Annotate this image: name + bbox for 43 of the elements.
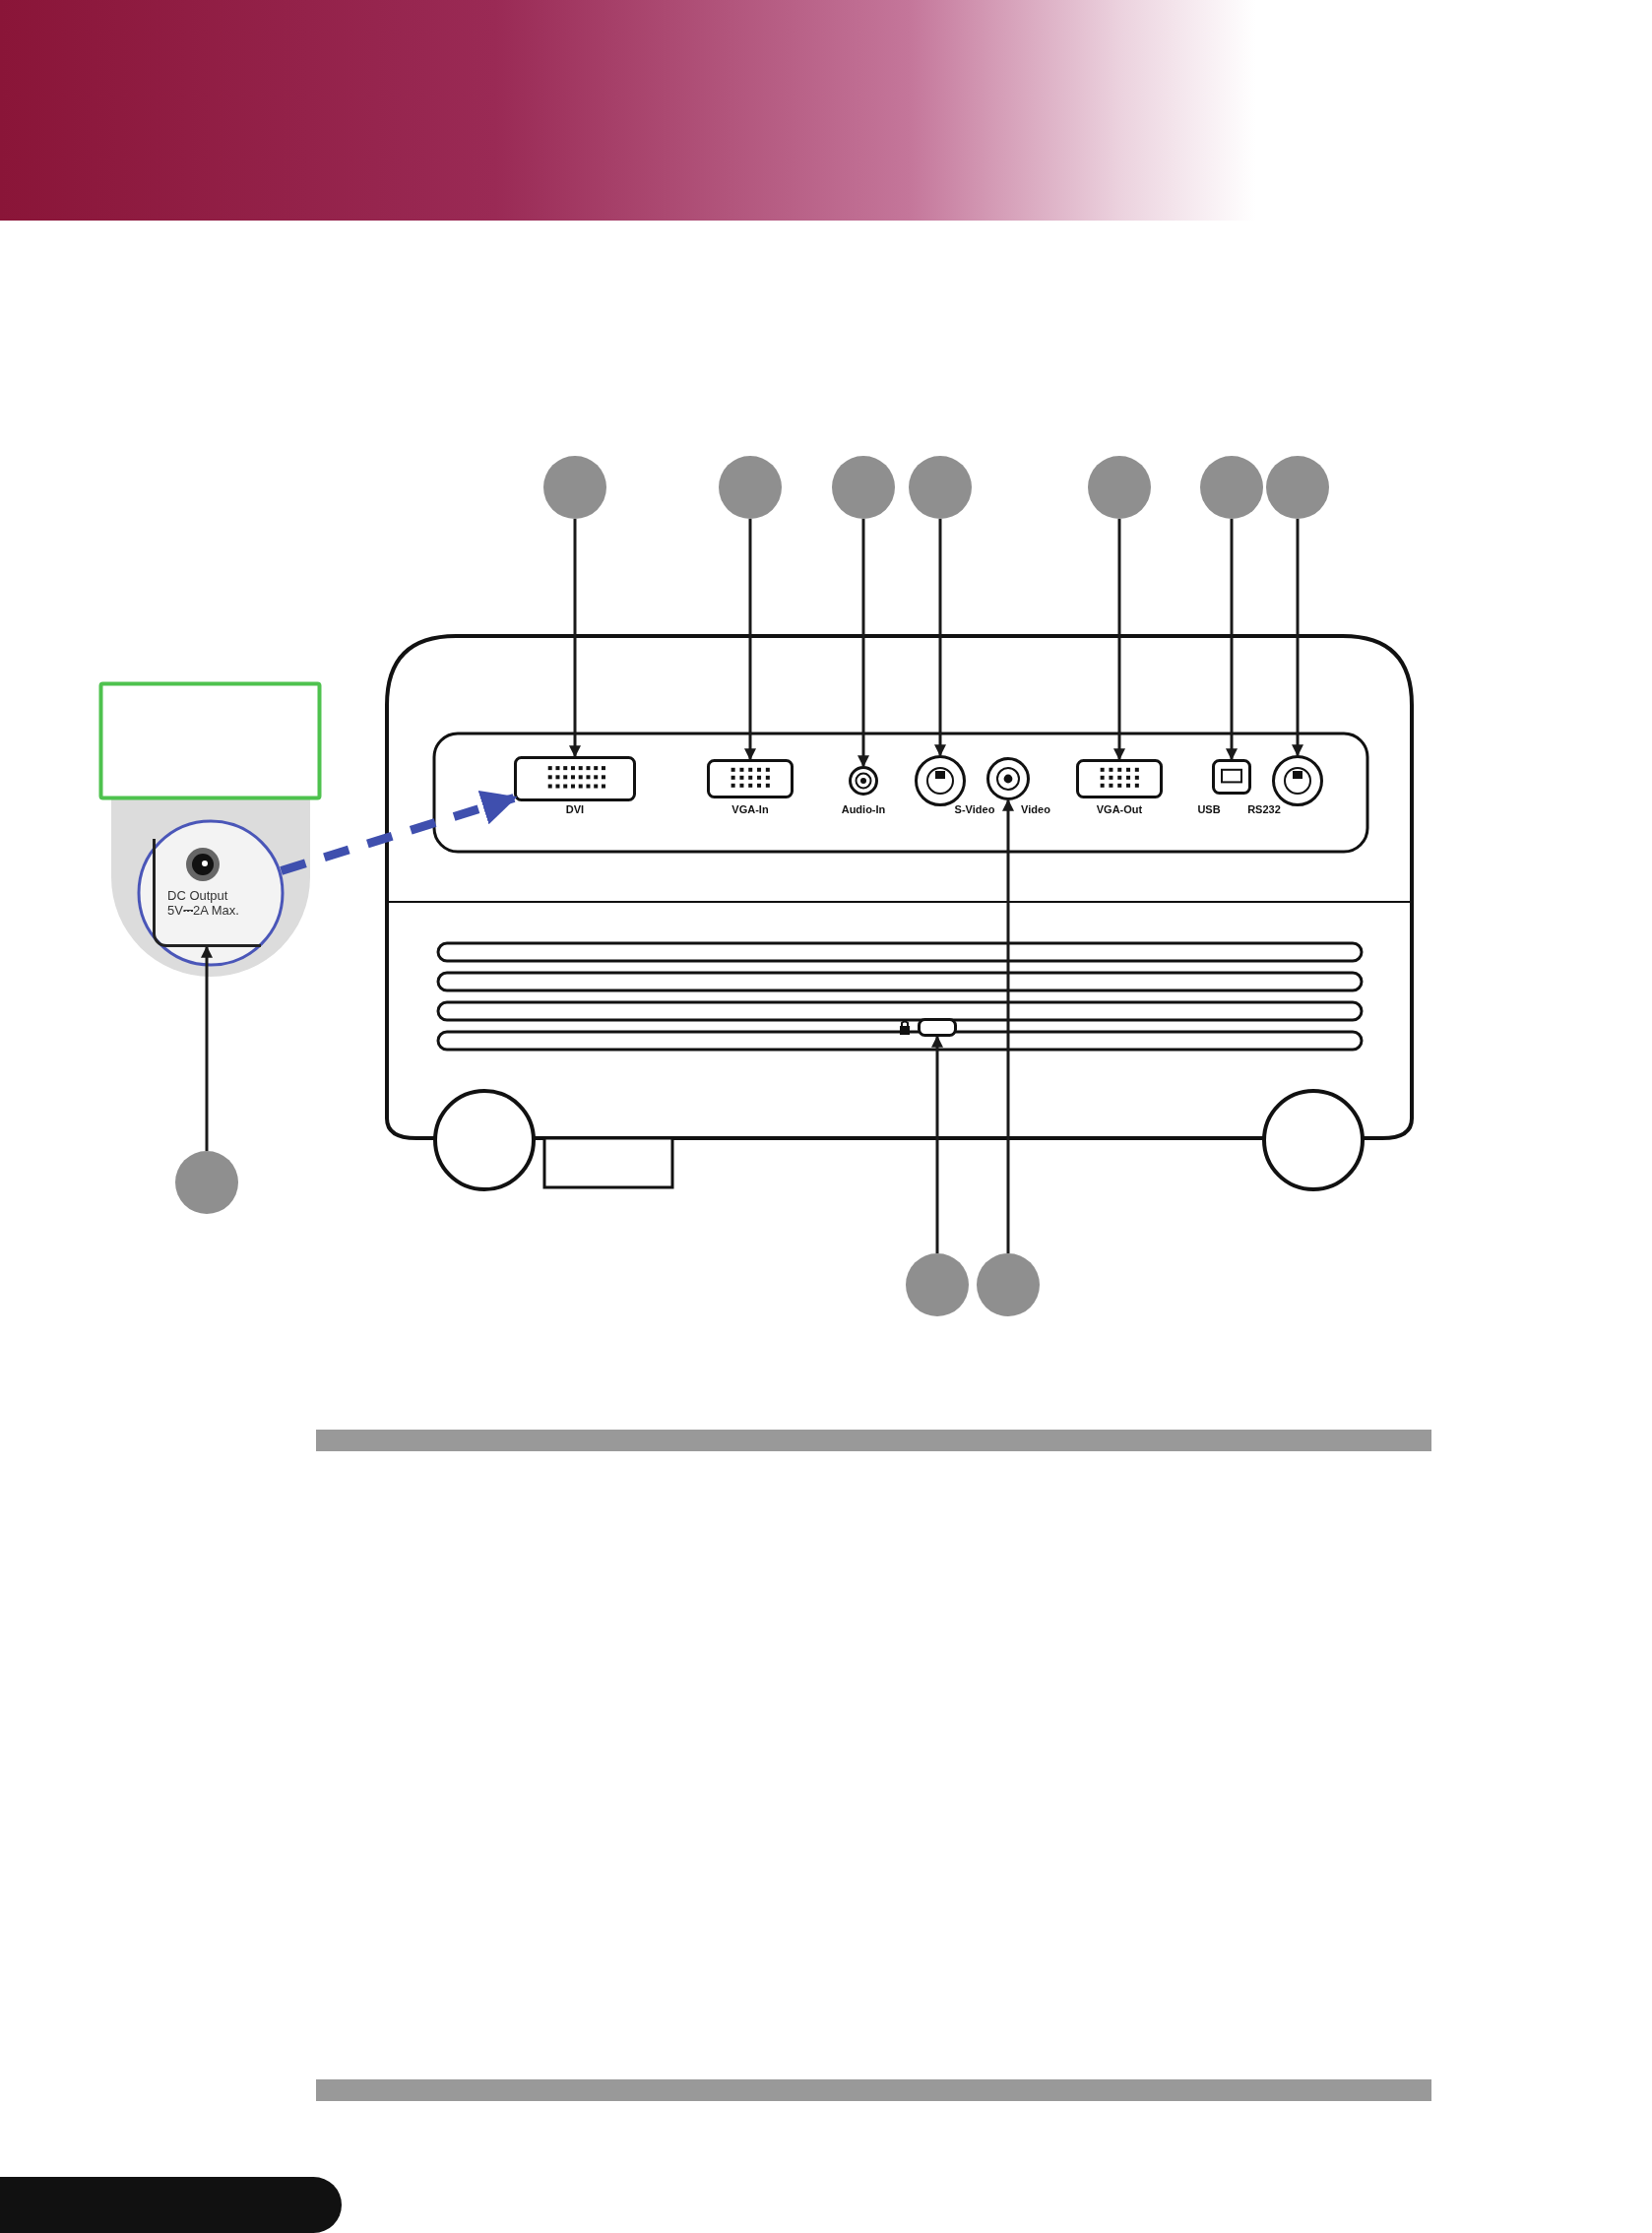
mini-din-port <box>1272 755 1323 806</box>
callout-circle <box>909 456 972 519</box>
leader-line <box>1002 798 1014 1253</box>
leader-line <box>934 519 946 757</box>
leader-line <box>569 519 581 758</box>
mini-din-port <box>915 755 966 806</box>
panel-text: DC Output 5V⎓2A Max. <box>167 888 240 918</box>
callout-circle <box>977 1253 1040 1316</box>
divider-bar <box>316 2079 1431 2101</box>
leader-line <box>744 519 756 761</box>
dashed-arrow <box>280 790 518 875</box>
rca-jack <box>986 757 1030 800</box>
leader-line <box>1292 519 1303 757</box>
label-box <box>99 682 321 799</box>
callout-circle <box>1200 456 1263 519</box>
callout-circle <box>719 456 782 519</box>
callout-circle <box>832 456 895 519</box>
lock-slot <box>918 1018 957 1037</box>
port-label: Audio-In <box>841 803 886 815</box>
callout-circle <box>906 1253 969 1316</box>
leader-line <box>201 945 213 1151</box>
port-label: VGA-Out <box>1096 803 1143 815</box>
port-label: VGA-In <box>731 803 769 815</box>
dvi-port <box>514 756 636 801</box>
port-label: RS232 <box>1247 803 1281 815</box>
magnifier-circle <box>137 819 285 967</box>
port-label: DVI <box>565 803 585 815</box>
leader-line <box>931 1035 943 1253</box>
callout-circle <box>1266 456 1329 519</box>
leader-line <box>858 519 869 768</box>
callout-circle <box>175 1151 238 1214</box>
leader-line <box>1113 519 1125 761</box>
callout-circle <box>543 456 606 519</box>
port-label: S-Video <box>954 803 995 815</box>
usb-port <box>1212 759 1251 795</box>
dc-output-panel <box>153 839 261 947</box>
callout-circle <box>1088 456 1151 519</box>
vga-port <box>1076 759 1163 798</box>
leader-line <box>1226 519 1238 761</box>
vga-port <box>707 759 794 798</box>
port-label: USB <box>1197 803 1221 815</box>
port-label: Video <box>1021 803 1050 815</box>
divider-bar <box>316 1430 1431 1451</box>
